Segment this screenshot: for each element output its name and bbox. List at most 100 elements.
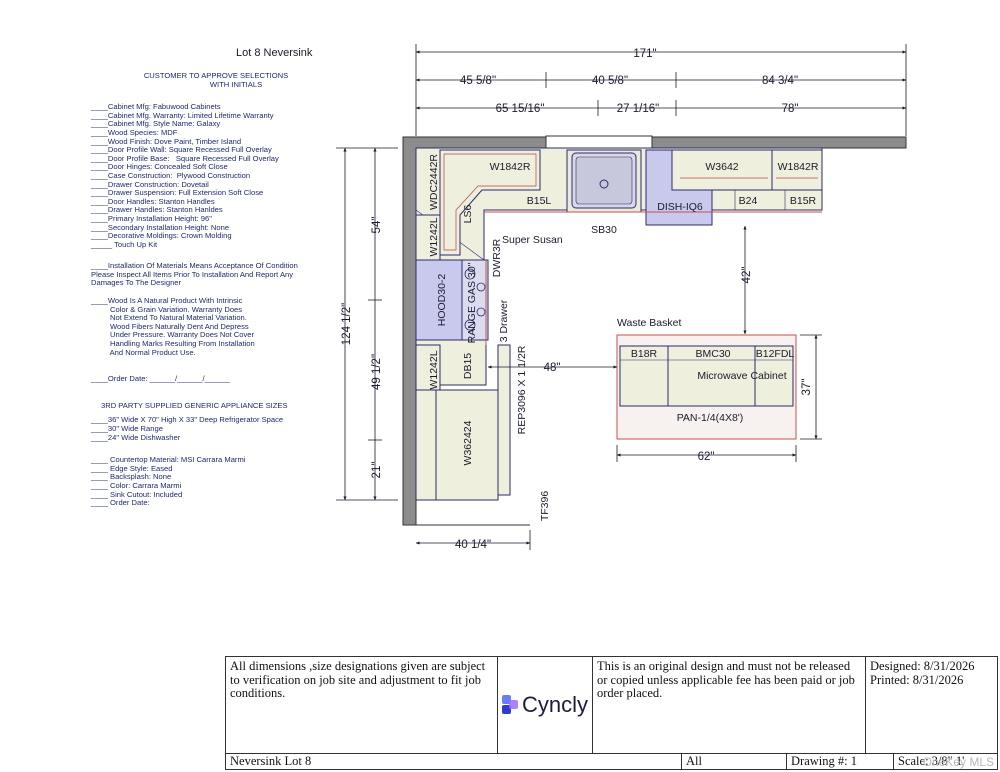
selection-item: ____Drawer Suspension: Full Extension So…	[91, 188, 264, 198]
install-note-line: Please Inspect All Items Prior To Instal…	[91, 269, 294, 279]
label-waste-basket: Waste Basket	[617, 317, 681, 329]
install-note-line: Damages To The Designer	[91, 278, 182, 288]
label-w3642: W3642	[705, 161, 738, 173]
label-tf396: TF396	[539, 491, 551, 522]
island-base	[619, 345, 794, 407]
label-b18r: B18R	[631, 348, 658, 360]
cyncly-logo: Cyncly	[497, 656, 593, 754]
dim-aisle-horizontal: 48"	[544, 362, 561, 374]
wood-note-line: Color & Grain Variation. Warranty Does	[91, 304, 243, 314]
selection-item: ____Door Profile Wall: Square Recessed F…	[91, 145, 272, 155]
scale: Scale: 3/8" 1'	[893, 753, 998, 770]
cyncly-logo-icon	[501, 695, 518, 714]
sink-drain	[599, 179, 609, 189]
selection-item: ____Drawer Construction: Dovetail	[91, 179, 209, 189]
selection-item: ____Door Profile Base: Square Recessed F…	[91, 153, 279, 163]
label-w1842r-a: W1842R	[490, 161, 531, 173]
appliance-item: ____24" Wide Dishwasher	[91, 432, 181, 442]
dim-island-width: 62"	[698, 451, 715, 463]
selection-item: _____ Touch Up Kit	[91, 239, 158, 249]
wall-cabinet-w1242l-a	[415, 214, 441, 261]
selection-item: ____Cabinet Mfg. Style Name: Galaxy	[91, 119, 221, 129]
label-b12fdl: B12FDL	[756, 348, 795, 360]
wall-cabinet-w1242l-b	[415, 344, 441, 391]
approve-heading: CUSTOMER TO APPROVE SELECTIONS	[143, 71, 289, 80]
drawing-title: Lot 8 Neversink	[236, 47, 313, 59]
approve-subheading: WITH INITIALS	[209, 79, 263, 89]
drawing-number: Drawing #: 1	[786, 753, 894, 770]
wall-cabinet-w3642	[671, 149, 773, 191]
label-b15l: B15L	[527, 195, 552, 207]
wood-note-line: Wood Fibers Naturally Dent And Depress	[91, 321, 249, 331]
selection-item: ____Cabinet Mfg. Warranty: Limited Lifet…	[91, 110, 274, 120]
appliance-list: ____36" Wide X 70" High X 33" Deep Refri…	[91, 416, 341, 442]
selection-item: ____Drawer Handles: Stanton Hanldes	[91, 205, 223, 215]
dim-mid-a: 65 15/16"	[496, 103, 545, 115]
countertop-item: ____ Edge Style: Eased	[91, 463, 173, 473]
label-db15: DB15	[462, 353, 474, 379]
dim-left-b: 49 1/2"	[371, 354, 383, 390]
dim-aisle-vertical: 42"	[741, 267, 753, 284]
label-w1842r-b: W1842R	[778, 161, 819, 173]
dim-top-c: 84 3/4"	[762, 75, 798, 87]
project-name: Neversink Lot 8	[225, 753, 682, 770]
appliance-item: ____30" Wide Range	[91, 424, 163, 433]
countertop-item: ____ Backsplash: None	[91, 472, 172, 482]
dim-bottom: 40 1/4"	[455, 539, 491, 551]
label-hood: HOOD30-2	[436, 274, 448, 327]
install-note-line: ____Installation Of Materials Means Acce…	[91, 261, 298, 271]
dim-total: 171"	[633, 48, 656, 60]
countertop-item: ____ Color: Carrara Marmi	[91, 480, 182, 490]
selection-item: ____Case Construction: Plywood Construct…	[91, 170, 251, 180]
appliance-heading: 3RD PARTY SUPPLIED GENERIC APPLIANCE SIZ…	[101, 400, 288, 410]
dim-mid-c: 78"	[782, 103, 799, 115]
label-w1242l-a: W1242L	[428, 217, 440, 256]
watermark: OneKey MLS	[922, 755, 994, 769]
selection-item: ____Decorative Moldings: Crown Molding	[91, 231, 232, 241]
dim-island-depth: 37"	[801, 379, 813, 396]
label-rep: REP3096 X 1 1/2R	[516, 345, 528, 434]
label-pan: PAN-1/4(4X8')	[677, 412, 744, 424]
room-all: All	[681, 753, 787, 770]
refrigerator-panel	[497, 344, 511, 496]
wood-note-line: And Normal Product Use.	[91, 347, 196, 357]
label-range: RANGE GAS 30"	[466, 262, 478, 343]
label-b15r: B15R	[790, 195, 817, 207]
label-microwave: Microwave Cabinet	[697, 370, 786, 382]
dimension-lines	[336, 44, 907, 550]
countertop-item: ____ Order Date:	[91, 498, 150, 508]
printed-date: Printed: 8/31/2026	[870, 672, 964, 687]
dim-top-a: 45 5/8"	[460, 75, 496, 87]
selection-list: ____Cabinet Mfg: Fabuwood Cabinets____Ca…	[91, 103, 341, 249]
tall-pantry-w362424	[415, 389, 437, 501]
appliance-item: ____36" Wide X 70" High X 33" Deep Refri…	[91, 415, 284, 425]
dim-mid-b: 27 1/16"	[617, 103, 659, 115]
selection-item: ____Door Hinges: Concealed Soft Close	[91, 162, 228, 172]
install-note: ____Installation Of Materials Means Acce…	[91, 262, 341, 288]
floor-plan: 171" 45 5/8" 40 5/8" 84 3/4" 65 15/16" 2…	[336, 44, 907, 551]
label-w362424: W362424	[462, 420, 474, 465]
wood-note-line: Not Extend To Natural Material Variation…	[91, 313, 247, 323]
countertop-item: ____ Countertop Material: MSI Carrara Ma…	[91, 455, 246, 465]
label-b24: B24	[739, 195, 758, 207]
dates-box: Designed: 8/31/2026 Printed: 8/31/2026	[865, 656, 998, 754]
title-block: All dimensions ,size designations given …	[225, 656, 998, 770]
wood-note-line: Under Pressure. Warranty Does Not Cover	[91, 330, 255, 340]
selection-item: ____Primary Installation Height: 96"	[91, 213, 212, 223]
label-ls6: LS6	[462, 205, 474, 224]
wood-note-line: ____Wood Is A Natural Product With Intri…	[91, 296, 243, 306]
designed-date: Designed: 8/31/2026	[870, 659, 975, 673]
dim-top-b: 40 5/8"	[592, 75, 628, 87]
label-dish: DISH-IQ6	[657, 201, 703, 213]
dim-left-total: 124 1/2"	[341, 303, 353, 345]
dim-left-a: 54"	[371, 217, 383, 234]
countertop-item: ____ Sink Cutout: Included	[91, 489, 183, 499]
original-design-note: This is an original design and must not …	[592, 656, 866, 754]
label-3-drawer: 3 Drawer	[498, 299, 510, 342]
selection-item: ____Wood Finish: Dove Paint, Timber Isla…	[91, 136, 242, 146]
wall-cabinet-w1842r-b	[771, 149, 823, 191]
logo-text: Cyncly	[521, 692, 588, 717]
selection-item: ____Door Handles: Stanton Handles	[91, 196, 215, 206]
wood-note: ____Wood Is A Natural Product With Intri…	[91, 296, 341, 357]
dimension-note: All dimensions ,size designations given …	[225, 656, 498, 754]
